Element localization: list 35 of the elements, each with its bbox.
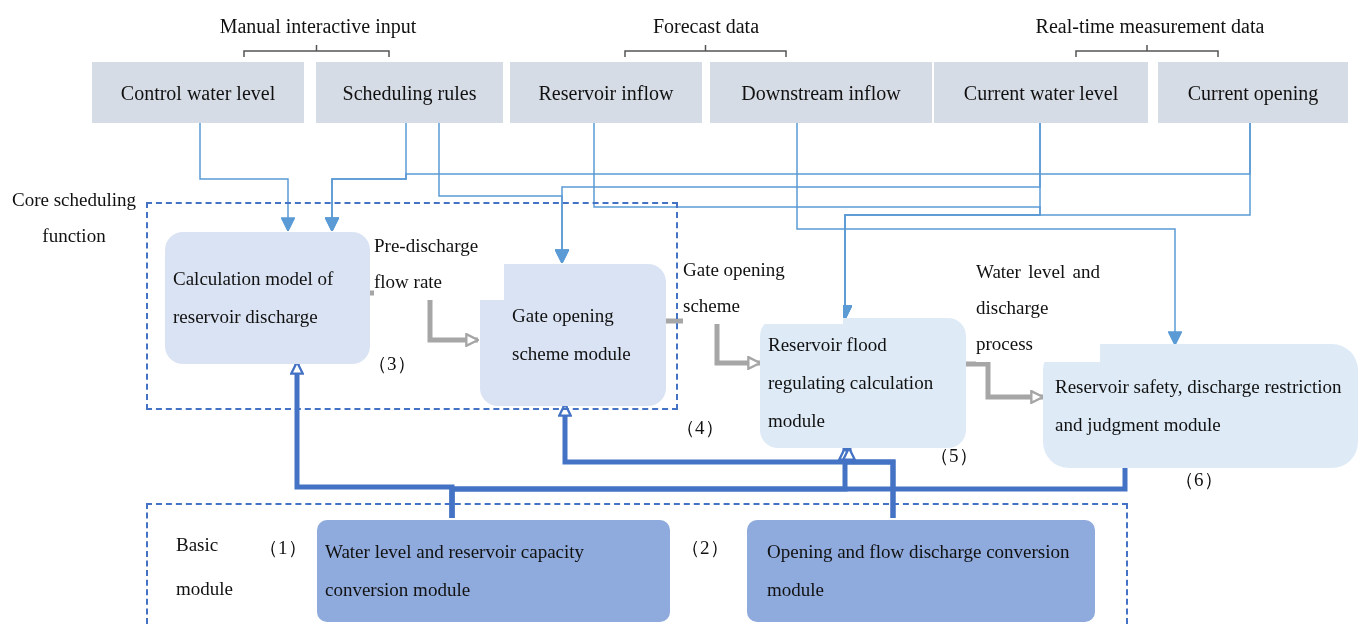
step-number: （3） — [368, 352, 416, 376]
dashed-group-frame — [146, 503, 1128, 624]
group-label: Real-time measurement data — [1034, 14, 1266, 39]
module-label: Gate opening scheme module — [512, 304, 632, 366]
module-label: Reservoir safety, discharge restriction and judgment module — [1055, 375, 1343, 437]
step-number: （5） — [930, 444, 978, 468]
group-label: Forecast data — [651, 14, 761, 39]
connector-line — [449, 468, 1128, 518]
arrow — [199, 122, 295, 232]
data-source-box — [1158, 62, 1348, 123]
group-heading: Basic module — [176, 533, 234, 601]
step-number: （1） — [259, 536, 307, 560]
module-label: Calculation model of reservoir discharge — [173, 267, 335, 329]
data-source-box — [92, 62, 304, 123]
module-label: Water level and reservoir capacity conversion module — [325, 540, 586, 602]
module-label: Current water level — [963, 80, 1119, 106]
data-source-box — [316, 62, 503, 123]
group-label: Manual interactive input — [218, 14, 418, 40]
module-label: Control water level — [120, 80, 276, 106]
data-source-box — [934, 62, 1148, 123]
arrow — [796, 122, 1182, 346]
step-number: （4） — [676, 416, 724, 440]
module-label: Downstream inflow — [741, 80, 901, 106]
step-number: （2） — [681, 536, 729, 560]
module-label: Scheduling rules — [342, 80, 477, 107]
module-label: Opening and flow discharge conversion module — [767, 540, 1071, 602]
group-heading: Core scheduling function — [11, 188, 137, 248]
module-label: Reservoir inflow — [538, 80, 674, 106]
arrow — [966, 361, 1045, 404]
data-source-box — [710, 62, 932, 123]
step-number: （6） — [1175, 468, 1223, 492]
arrow — [842, 446, 896, 518]
module-label: Current opening — [1187, 80, 1319, 107]
data-source-box — [510, 62, 702, 123]
module-label: Reservoir flood regulating calculation module — [768, 333, 935, 433]
